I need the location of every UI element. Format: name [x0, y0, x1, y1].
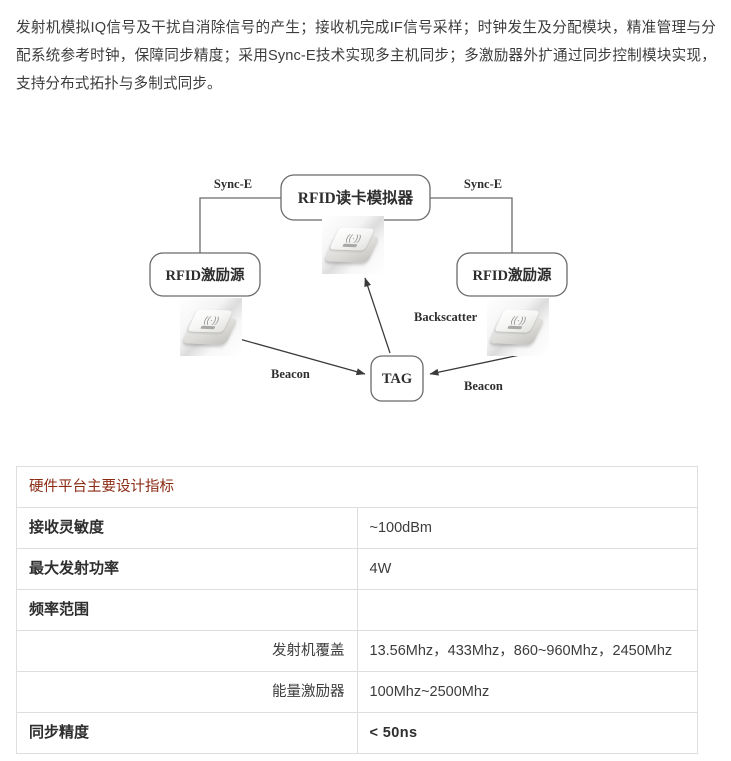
- row-label-energy-exciter: 能量激励器: [16, 671, 358, 713]
- device-slot: [342, 243, 358, 247]
- row-label-frequency-range: 频率范围: [16, 589, 358, 631]
- label-sync-e-left: Sync-E: [214, 177, 252, 191]
- spec-table-body: 硬件平台主要设计指标 接收灵敏度 ~100dBm 最大发射功率 4W 频率范围 …: [16, 466, 698, 754]
- row-value-transmitter-coverage: 13.56Mhz，433Mhz，860~960Mhz，2450Mhz: [356, 630, 698, 672]
- row-label-transmitter-coverage: 发射机覆盖: [16, 630, 358, 672]
- node-exciter-right-box[interactable]: [456, 252, 568, 297]
- diagram-canvas: RFID读卡模拟器 RFID激励源 RFID激励源 TAG Sync-E S: [149, 174, 568, 402]
- arrow-backscatter: [364, 277, 391, 354]
- table-row: 发射机覆盖 13.56Mhz，433Mhz，860~960Mhz，2450Mhz: [16, 630, 698, 672]
- node-exciter-left-box[interactable]: [149, 252, 261, 297]
- table-row: 最大发射功率 4W: [16, 548, 698, 590]
- row-label-sync-accuracy: 同步精度: [16, 712, 358, 754]
- system-architecture-diagram: RFID读卡模拟器 RFID激励源 RFID激励源 TAG Sync-E S: [0, 150, 731, 440]
- table-row: 频率范围: [16, 589, 698, 631]
- spec-table-container: 硬件平台主要设计指标 接收灵敏度 ~100dBm 最大发射功率 4W 频率范围 …: [16, 466, 698, 754]
- row-value-max-transmit-power: 4W: [356, 548, 698, 590]
- row-value-sync-accuracy: < 50ns: [356, 712, 698, 754]
- table-row: 能量激励器 100Mhz~2500Mhz: [16, 671, 698, 713]
- label-sync-e-right: Sync-E: [464, 177, 502, 191]
- table-header-row: 硬件平台主要设计指标: [16, 466, 698, 508]
- rfid-reader-device-photo: ((·)): [322, 216, 384, 274]
- sync-e-left-line: [199, 197, 281, 253]
- device-slot: [200, 325, 216, 329]
- node-reader-simulator-label: RFID读卡模拟器: [298, 188, 414, 207]
- row-value-energy-exciter: 100Mhz~2500Mhz: [356, 671, 698, 713]
- intro-paragraph: 发射机模拟IQ信号及干扰自消除信号的产生；接收机完成IF信号采样；时钟发生及分配…: [16, 20, 716, 92]
- label-backscatter: Backscatter: [414, 310, 478, 324]
- table-row: 接收灵敏度 ~100dBm: [16, 507, 698, 549]
- node-exciter-right-label: RFID激励源: [473, 266, 552, 284]
- label-beacon-right: Beacon: [464, 379, 503, 393]
- hardware-spec-table: 硬件平台主要设计指标 接收灵敏度 ~100dBm 最大发射功率 4W 频率范围 …: [16, 466, 698, 754]
- row-value-receive-sensitivity: ~100dBm: [356, 507, 698, 549]
- node-tag-box[interactable]: [370, 355, 424, 402]
- spec-table-title: 硬件平台主要设计指标: [16, 466, 698, 508]
- row-label-receive-sensitivity: 接收灵敏度: [16, 507, 358, 549]
- row-value-frequency-range: [356, 589, 698, 631]
- arrow-beacon-left: [224, 334, 366, 376]
- label-beacon-left: Beacon: [271, 367, 310, 381]
- row-label-max-transmit-power: 最大发射功率: [16, 548, 358, 590]
- arrow-beacon-right: [429, 354, 521, 376]
- signal-arrows: [224, 277, 521, 376]
- sync-e-right-line: [430, 197, 513, 253]
- node-tag-label: TAG: [382, 371, 412, 387]
- sync-e-bus-lines: [199, 197, 513, 253]
- rfid-exciter-right-device-photo: ((·)): [487, 298, 549, 356]
- rfid-exciter-left-device-photo: ((·)): [180, 298, 242, 356]
- device-slot: [507, 325, 523, 329]
- node-exciter-left-label: RFID激励源: [166, 266, 245, 284]
- table-row: 同步精度 < 50ns: [16, 712, 698, 754]
